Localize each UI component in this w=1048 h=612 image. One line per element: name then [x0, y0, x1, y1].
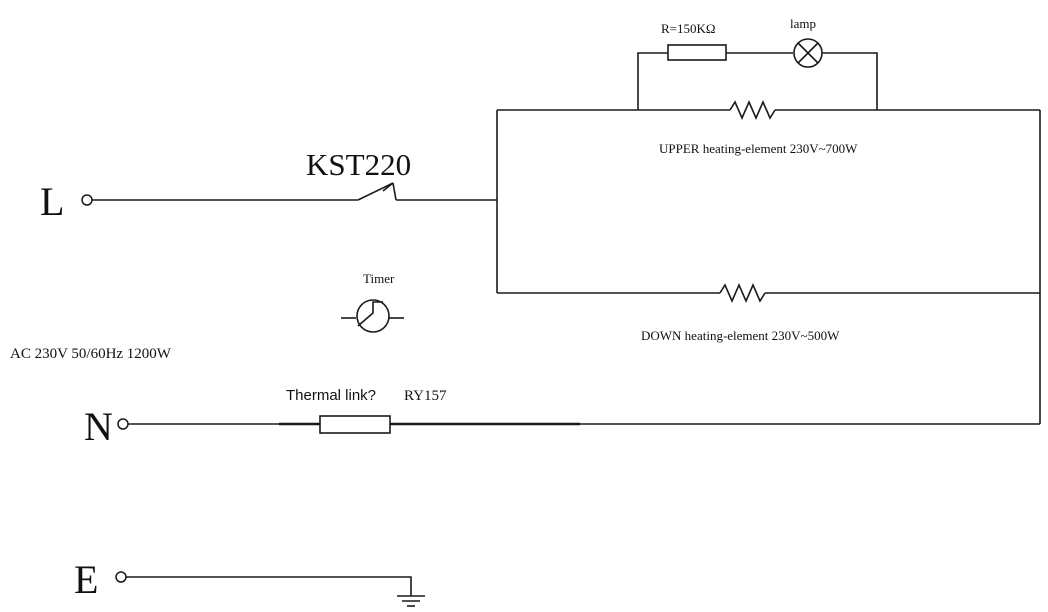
- terminal-l-circle: [81, 194, 93, 206]
- thermal-link-model: RY157: [404, 388, 447, 404]
- lamp-label: lamp: [790, 16, 816, 31]
- ground-icon: [397, 595, 425, 607]
- timer-label: Timer: [363, 271, 395, 286]
- terminal-label-l: L: [40, 179, 64, 224]
- upper-element-label: UPPER heating-element 230V~700W: [659, 141, 858, 156]
- thermal-link-symbol: [319, 415, 391, 434]
- lamp-icon: [793, 38, 823, 68]
- down-resistor-symbol: [719, 283, 766, 303]
- thermal-link-question: Thermal link?: [286, 387, 376, 404]
- lamp-branch-left-wire: [637, 52, 668, 110]
- earth-wire: [126, 576, 412, 596]
- terminal-label-e: E: [74, 557, 98, 602]
- lamp-branch-right-wire: [822, 52, 878, 110]
- switch-label: KST220: [306, 147, 411, 182]
- resistor-label: R=150KΩ: [661, 21, 716, 36]
- terminal-e-circle: [115, 571, 127, 583]
- kst220-switch-symbol: [357, 182, 397, 201]
- down-element-label: DOWN heating-element 230V~500W: [641, 328, 840, 343]
- timer-icon: [341, 299, 404, 333]
- terminal-label-n: N: [84, 404, 113, 449]
- supply-rating-label: AC 230V 50/60Hz 1200W: [10, 346, 172, 362]
- resistor-150k-symbol: [667, 44, 727, 61]
- terminal-n-circle: [117, 418, 129, 430]
- upper-resistor-symbol: [729, 100, 776, 120]
